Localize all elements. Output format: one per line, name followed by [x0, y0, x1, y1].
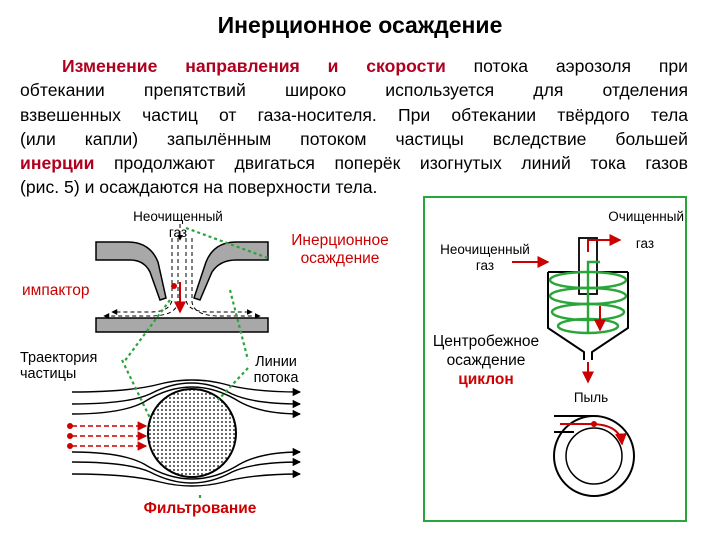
label-trajectory-line2: частицы: [20, 366, 77, 382]
label-clean-gas-line2: газ: [635, 236, 655, 251]
impactor-plate: [95, 317, 269, 333]
paragraph-line-3: взвешенных частиц от газа-носителя. При …: [20, 104, 688, 125]
cyclone-panel: [423, 196, 687, 522]
impactor-nozzle-right: [193, 241, 269, 301]
cyclone-spiral: [548, 260, 628, 335]
label-streamlines-line2: потока: [253, 370, 299, 386]
label-clean-gas-line1: Очищенный: [608, 209, 684, 224]
impactor-diagram: [95, 224, 269, 333]
label-cyclone: циклон: [458, 371, 514, 388]
clean-gas-arrow: [587, 234, 622, 252]
paragraph-line-4: (или капли) запылённым потоком частицы в…: [20, 128, 688, 149]
label-inertial-line2: осаждение: [300, 250, 380, 267]
label-raw-gas-cyclone-line2: газ: [475, 258, 495, 273]
impactor-nozzle-left: [95, 241, 167, 301]
filtration-diagram: [67, 379, 302, 487]
paragraph-line-5: инерции продолжают двигаться поперёк изо…: [20, 151, 688, 175]
paragraph-line-2: обтекании препятствий широко используетс…: [20, 80, 688, 101]
paragraph-text: потока аэрозоля при: [445, 56, 689, 76]
impactor-particle: [171, 283, 177, 289]
cyclone-body: [547, 272, 629, 360]
label-raw-gas-cyclone-line1: Неочищенный: [440, 242, 530, 257]
paragraph-text: продолжают двигаться поперёк изогнутых л…: [94, 153, 688, 174]
label-dust: Пыль: [573, 390, 609, 405]
label-raw-gas-impactor-line1: Неочищенный: [133, 209, 223, 224]
cyclone-top-particle: [591, 421, 597, 427]
filtration-streamlines: [71, 379, 302, 487]
label-streamlines-line1: Линии: [255, 354, 297, 370]
label-raw-gas-impactor: Неочищенный газ: [118, 209, 238, 241]
filter-fiber: [147, 388, 237, 478]
label-filtration: Фильтрование: [143, 500, 257, 517]
label-centrifugal-line1: Центробежное: [432, 333, 540, 350]
paragraph-line-1: Изменение направления и скорости потока …: [20, 54, 688, 78]
label-centrifugal-line2: осаждение: [446, 352, 526, 369]
label-particle-trajectory: Траектория частицы: [20, 350, 130, 382]
cyclone-diagram: [512, 234, 629, 384]
label-centrifugal-deposition: Центробежное осаждение циклон: [426, 332, 546, 389]
highlight-inertia: инерции: [20, 153, 95, 174]
label-trajectory-line1: Траектория: [20, 350, 98, 366]
label-inertial-deposition: Инерционное осаждение: [270, 232, 410, 268]
description-paragraph: Изменение направления и скорости потока …: [20, 54, 688, 200]
label-raw-gas-impactor-line2: газ: [168, 225, 188, 240]
paragraph-line-6: (рис. 5) и осаждаются на поверхности тел…: [20, 177, 378, 198]
cyclone-top-flow: [560, 423, 627, 446]
cyclone-top-view: [553, 415, 635, 497]
label-raw-gas-cyclone: Неочищенный газ: [430, 242, 540, 274]
highlight-direction-speed: Изменение направления и скорости: [62, 56, 446, 76]
filtration-particle-paths: [72, 421, 148, 451]
filtration-particles: [67, 423, 73, 449]
label-impactor: импактор: [22, 282, 90, 299]
callout-lines: [121, 226, 269, 500]
label-streamlines: Линии потока: [238, 354, 314, 386]
label-inertial-line1: Инерционное: [291, 232, 389, 249]
slide-title: Инерционное осаждение: [217, 12, 503, 38]
